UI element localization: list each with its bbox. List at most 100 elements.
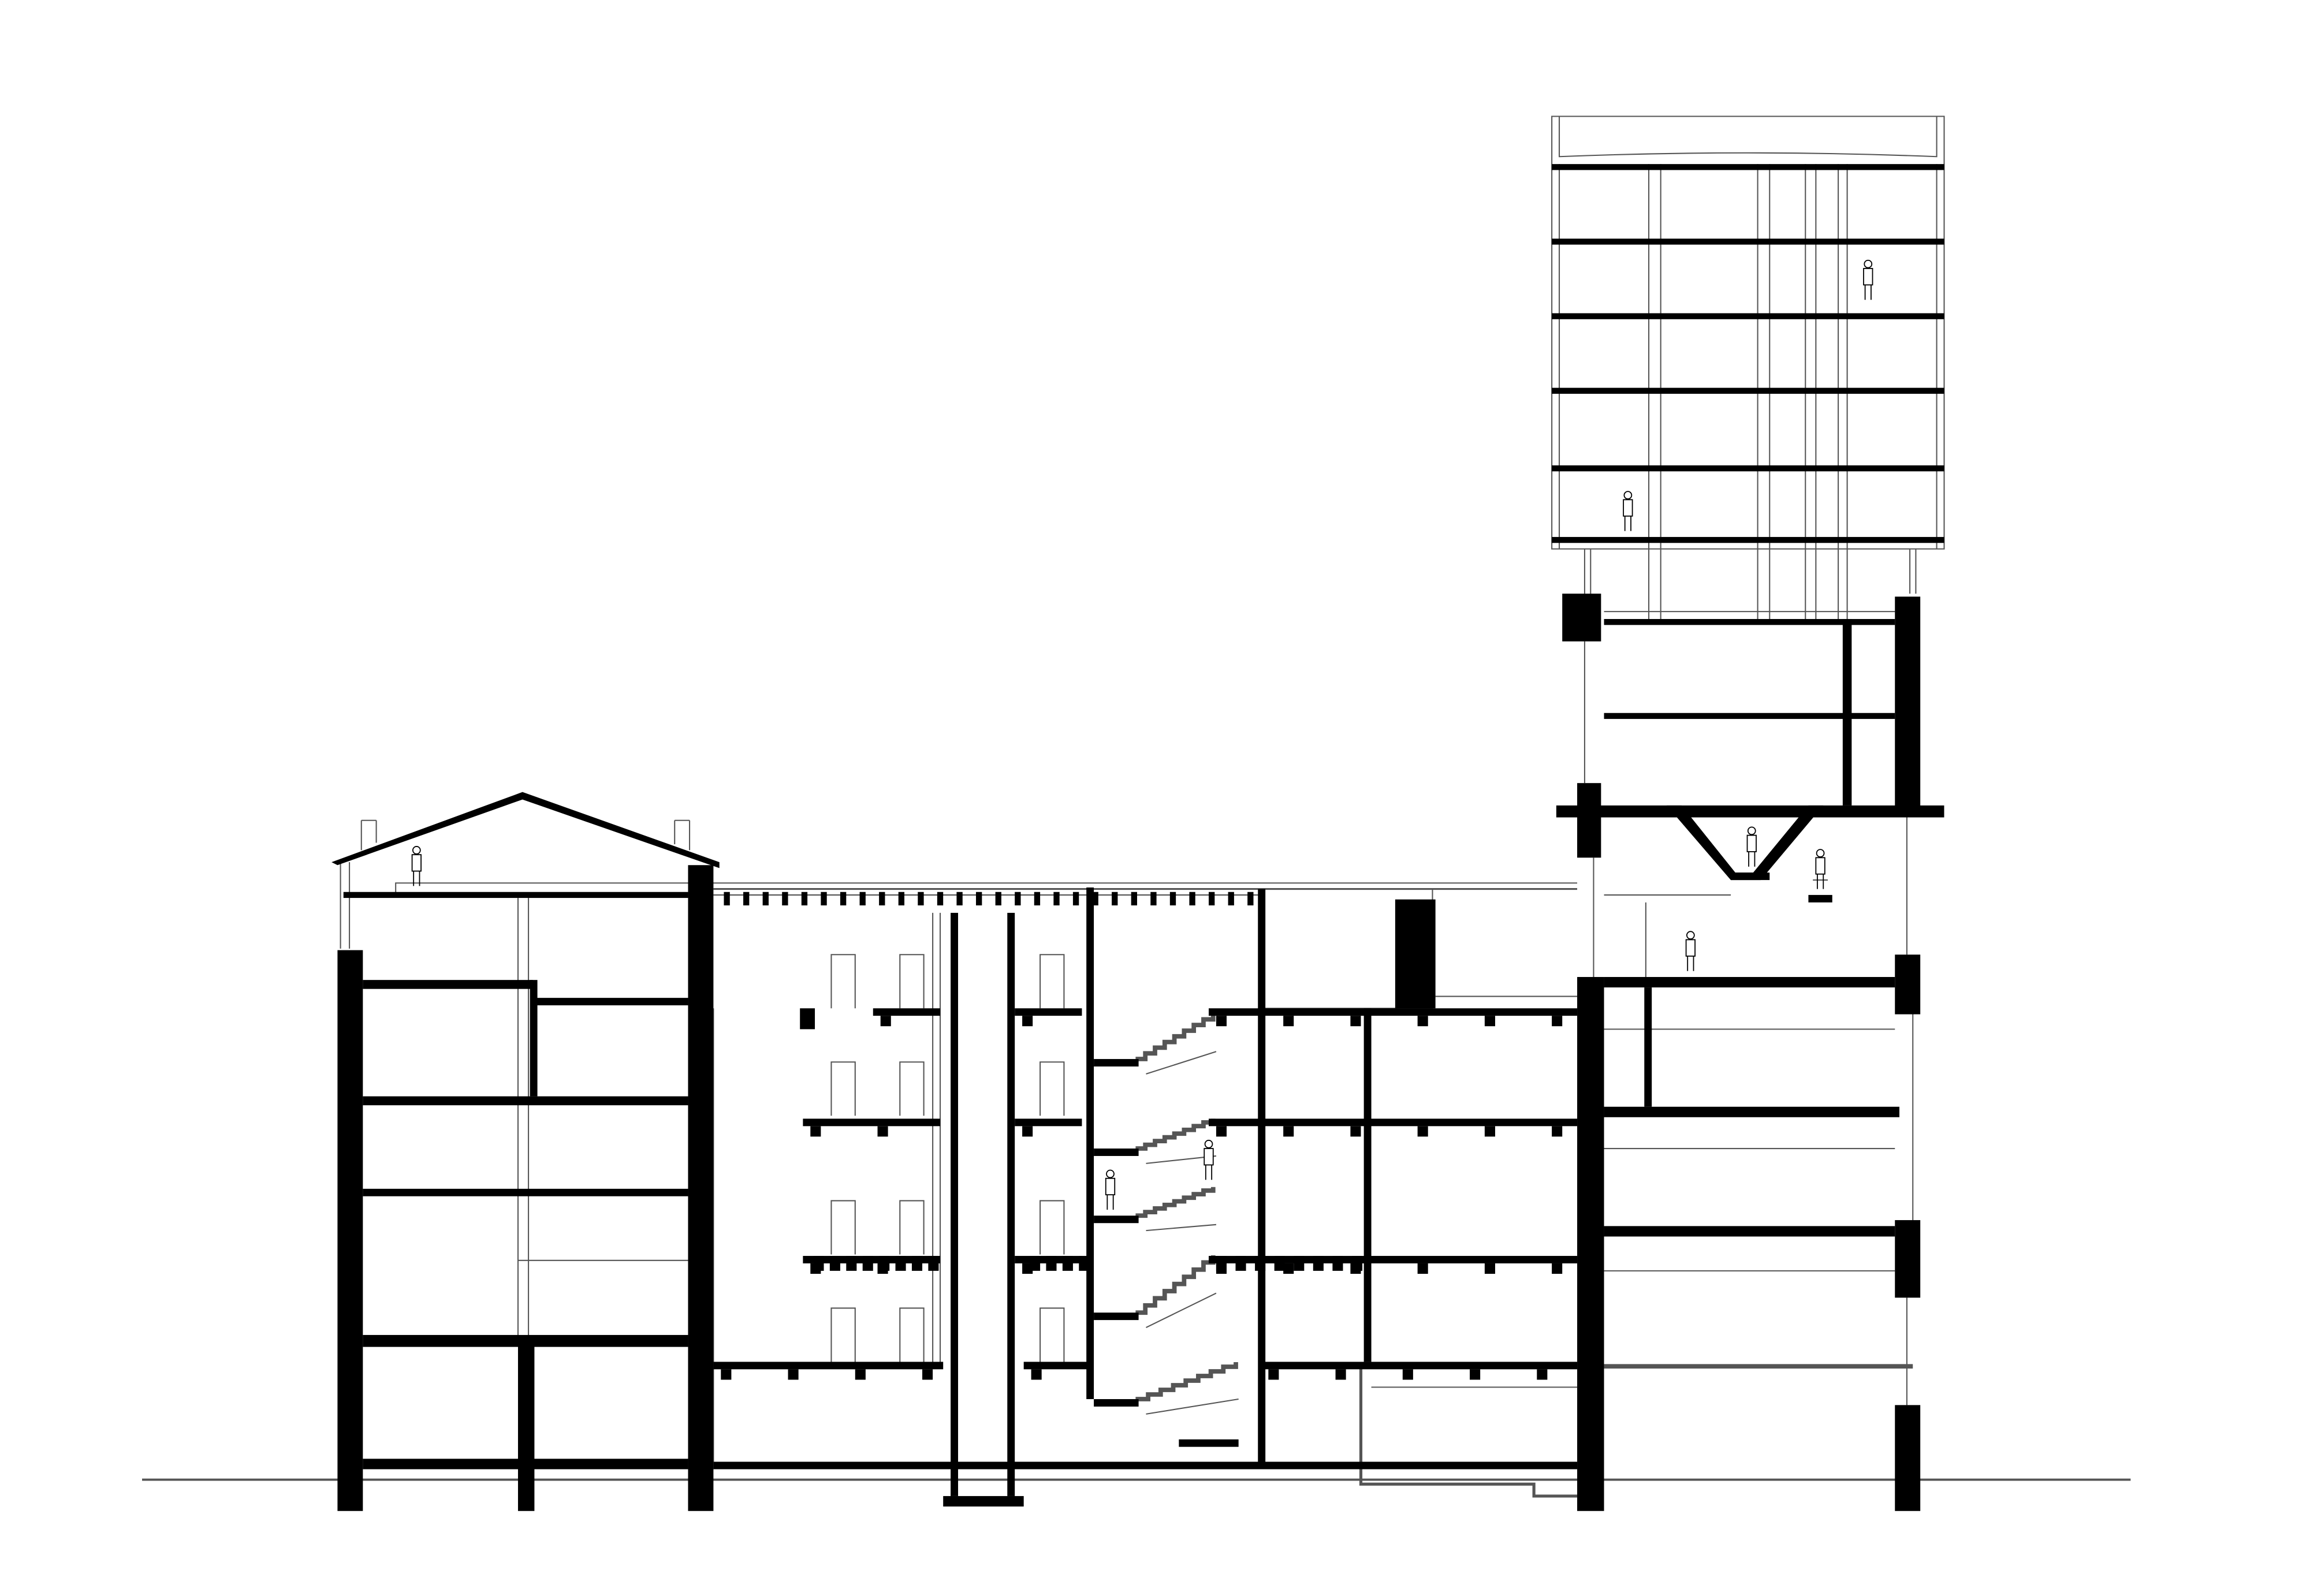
floor-slab xyxy=(1023,1362,1090,1370)
door-opening xyxy=(899,1307,925,1362)
ceiling-rib xyxy=(1294,1256,1305,1271)
rafter xyxy=(1208,892,1215,905)
ceiling-rib xyxy=(911,1256,923,1271)
rafter xyxy=(1034,892,1041,905)
beam xyxy=(1022,1126,1033,1137)
beam xyxy=(1216,1126,1227,1137)
floor-slab xyxy=(363,1459,688,1470)
platform xyxy=(1731,872,1770,881)
core-wall xyxy=(1258,889,1266,1462)
beam xyxy=(800,1008,815,1030)
floor-slab xyxy=(1552,387,1944,394)
roof-cap xyxy=(1559,116,1938,158)
person-body xyxy=(1746,834,1757,852)
floor-slab xyxy=(713,1362,944,1370)
tower-pier-west xyxy=(1577,783,1601,858)
person-legs xyxy=(1687,956,1694,971)
person-legs xyxy=(1748,851,1756,867)
rafter xyxy=(1247,892,1254,905)
left-building-wall-east xyxy=(688,865,714,1511)
door-opening xyxy=(1040,1200,1065,1255)
stair-underside xyxy=(1146,1292,1217,1328)
person-head xyxy=(1623,491,1633,499)
person-legs xyxy=(1205,1165,1213,1180)
elevator-shaft-wall xyxy=(951,912,959,1496)
ceiling-rib xyxy=(846,1256,857,1271)
person-legs xyxy=(413,871,420,886)
floor-slab xyxy=(1552,536,1944,543)
rafter xyxy=(956,892,963,905)
beam xyxy=(721,1369,732,1380)
ceiling-rib xyxy=(895,1256,906,1271)
beam xyxy=(788,1369,799,1380)
door-opening xyxy=(899,1061,925,1116)
beam xyxy=(1350,1016,1361,1027)
beam xyxy=(1552,1016,1563,1027)
rafter xyxy=(1053,892,1060,905)
person-head xyxy=(1686,931,1695,940)
door-opening xyxy=(1040,1061,1065,1116)
floor-slab xyxy=(1604,1106,1900,1117)
ceiling-rib xyxy=(1274,1256,1285,1271)
ceiling-rib xyxy=(813,1256,824,1271)
beam xyxy=(810,1126,821,1137)
beam xyxy=(1022,1016,1033,1027)
rafter xyxy=(995,892,1001,905)
beam xyxy=(1268,1369,1279,1380)
beam xyxy=(877,1126,888,1137)
ceiling-rib xyxy=(928,1256,939,1271)
floor-slab xyxy=(1604,713,1895,719)
floor-slab xyxy=(1604,619,1895,625)
column xyxy=(1644,987,1652,1107)
stair-underside xyxy=(1146,1051,1217,1075)
stair-landing xyxy=(1094,1215,1139,1224)
rafter xyxy=(1072,892,1079,905)
tower-pier-east xyxy=(1895,1405,1921,1511)
person-body xyxy=(1105,1177,1116,1196)
rafter xyxy=(801,892,808,905)
beam xyxy=(1350,1126,1361,1137)
beam xyxy=(1484,1263,1495,1274)
beam xyxy=(1283,1263,1294,1274)
person-head xyxy=(1816,849,1825,857)
stair-landing xyxy=(1179,1439,1239,1447)
stair-flight xyxy=(1135,1255,1216,1315)
beam xyxy=(1283,1126,1294,1137)
beam xyxy=(1402,1369,1413,1380)
person-body xyxy=(1815,857,1825,875)
door-opening xyxy=(899,954,925,1009)
line xyxy=(395,882,1578,895)
door-opening xyxy=(899,1200,925,1255)
elevator-shaft-wall xyxy=(1007,912,1015,1496)
rafter xyxy=(724,892,730,905)
door-opening xyxy=(1040,954,1065,1009)
floor-slab xyxy=(532,998,688,1006)
beam xyxy=(1537,1369,1548,1380)
floor-slab xyxy=(363,1096,688,1106)
door-opening xyxy=(1040,1307,1065,1362)
floor-slab xyxy=(1552,465,1944,472)
rafter xyxy=(898,892,905,905)
floor-slab xyxy=(1261,1362,1578,1370)
ground-floor-slab xyxy=(713,1461,1578,1470)
ceiling-rib xyxy=(1351,1256,1363,1271)
beam xyxy=(1417,1126,1428,1137)
person-body xyxy=(1204,1148,1214,1166)
person-head xyxy=(1864,259,1873,269)
stair-underside xyxy=(1146,1399,1239,1415)
tower-upper-box xyxy=(1551,115,1945,550)
beam xyxy=(1216,1016,1227,1027)
floor-slab xyxy=(1208,1008,1578,1016)
floor-slab xyxy=(1015,1008,1082,1016)
basement-outline xyxy=(1359,1364,1578,1498)
floor-slab xyxy=(363,1188,688,1196)
person-legs xyxy=(1817,874,1824,889)
person-head xyxy=(1747,826,1756,836)
rafter xyxy=(1228,892,1234,905)
beam xyxy=(1552,1263,1563,1274)
rafter xyxy=(743,892,750,905)
beam xyxy=(1417,1263,1428,1274)
beam xyxy=(1335,1369,1346,1380)
rafter xyxy=(762,892,769,905)
